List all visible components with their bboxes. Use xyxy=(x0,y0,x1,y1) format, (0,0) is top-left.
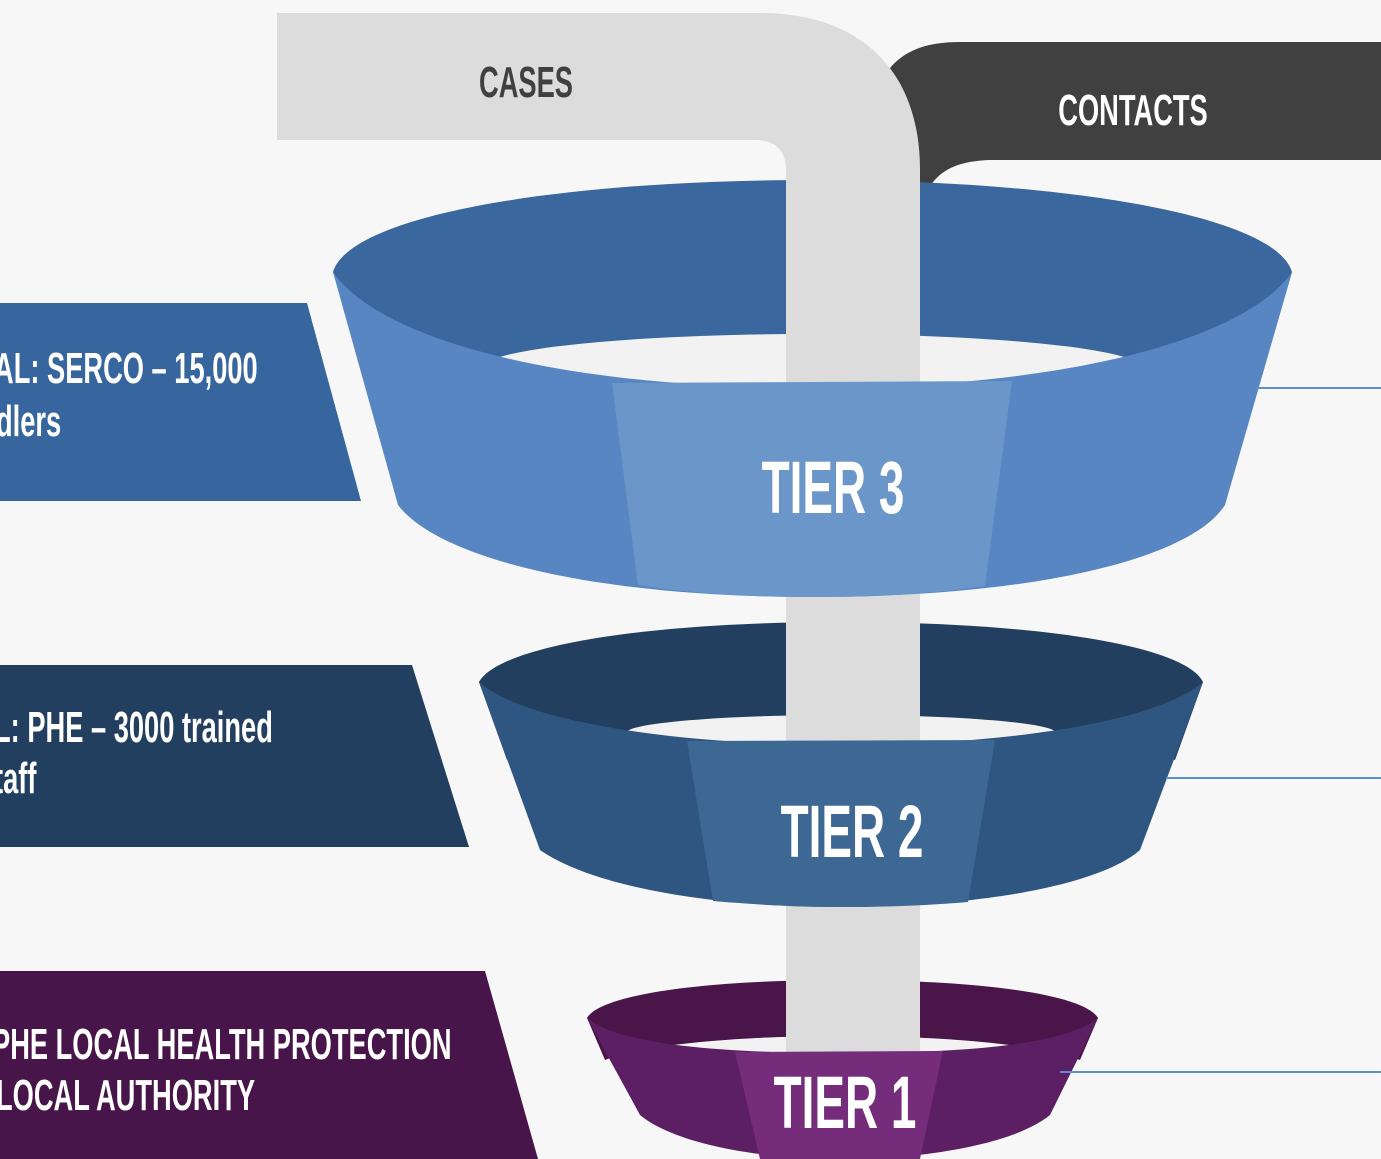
cases-label: CASES xyxy=(479,57,573,106)
tier3-side-line-2: dlers xyxy=(0,396,61,445)
tier1-side-line-1: PHE LOCAL HEALTH PROTECTION xyxy=(0,1019,452,1068)
tier2-label: TIER 2 xyxy=(781,791,924,874)
tier1-side-line-2: LOCAL AUTHORITY xyxy=(0,1070,255,1119)
tier3-side-line-1: AL: SERCO – 15,000 xyxy=(0,343,258,392)
tier1-side-panel xyxy=(0,971,538,1159)
tier2-side-line-1: L: PHE – 3000 trained xyxy=(0,702,273,751)
contacts-label: CONTACTS xyxy=(1058,85,1207,134)
tier2-band-highlight xyxy=(687,740,995,907)
tier3-side-panel xyxy=(0,303,361,501)
tier2-side-panel xyxy=(0,665,469,847)
tier3-label: TIER 3 xyxy=(762,447,905,530)
tier1-label: TIER 1 xyxy=(774,1062,917,1145)
tier3-band-highlight xyxy=(612,381,1012,597)
tier2-side-line-2: taff xyxy=(0,753,37,802)
tier1-band-highlight xyxy=(735,1051,943,1159)
